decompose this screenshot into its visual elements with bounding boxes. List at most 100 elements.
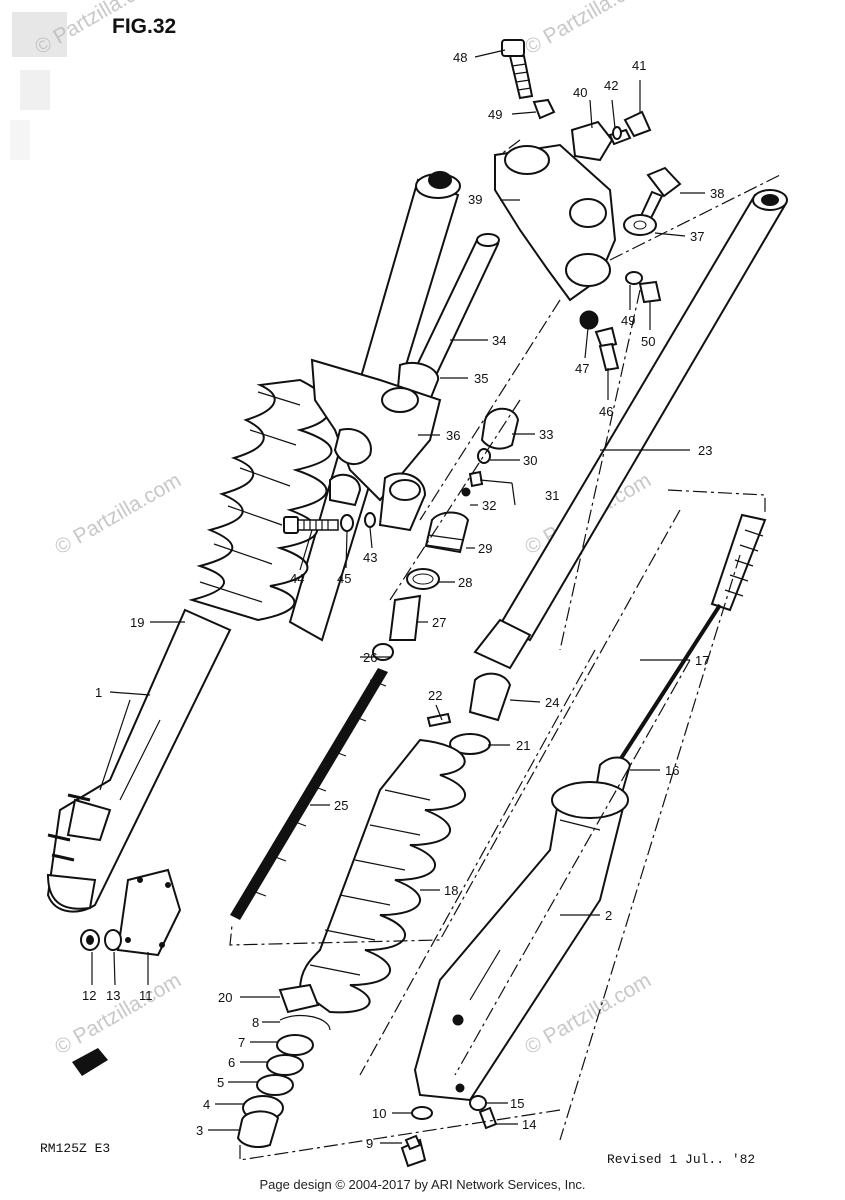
bolt-38 [638, 166, 682, 222]
callout-24: 24 [545, 695, 559, 710]
callout-2: 2 [605, 908, 612, 923]
model-code: RM125Z E3 [40, 1141, 110, 1156]
callout-25: 25 [334, 798, 348, 813]
callout-16: 16 [665, 763, 679, 778]
callout-47: 47 [575, 361, 589, 376]
bolt-46 [594, 326, 620, 372]
revision-note: Revised 1 Jul.. '82 [607, 1152, 755, 1167]
bolt-48 [501, 39, 534, 100]
watermark: © Partzilla.com [521, 0, 655, 59]
callout-45: 45 [337, 571, 351, 586]
callout-31: 31 [545, 488, 559, 503]
clamp-20 [278, 983, 320, 1014]
callout-15: 15 [510, 1096, 524, 1111]
cap-bolt-29 [424, 511, 470, 554]
screw-14 [478, 1106, 498, 1130]
callout-40: 40 [573, 85, 587, 100]
holder-clamp-40 [570, 120, 614, 162]
callout-39: 39 [468, 192, 482, 207]
spring-25 [230, 668, 388, 920]
callout-33: 33 [539, 427, 553, 442]
left-fork-lower-slider [46, 608, 232, 913]
callout-7: 7 [238, 1035, 245, 1050]
callout-20: 20 [218, 990, 232, 1005]
callout-17: 17 [695, 653, 709, 668]
callout-32: 32 [482, 498, 496, 513]
washer-45 [340, 514, 354, 532]
valve-32 [461, 470, 484, 497]
left-fork-boot [188, 378, 333, 622]
callout-46: 46 [599, 404, 613, 419]
watermark: © Partzilla.com [51, 469, 185, 560]
callout-13: 13 [106, 988, 120, 1003]
callout-1: 1 [95, 685, 102, 700]
callout-12: 12 [82, 988, 96, 1003]
callout-9: 9 [366, 1136, 373, 1151]
scan-noise [10, 12, 67, 160]
nut-50 [638, 280, 662, 304]
callout-37: 37 [690, 229, 704, 244]
plug-30 [477, 448, 491, 464]
direction-arrow-icon [72, 1048, 108, 1076]
guide-24 [468, 672, 512, 722]
boot-18 [298, 738, 466, 1014]
watermark: © Partzilla.com [51, 969, 185, 1060]
washer-49-lower [625, 271, 643, 285]
callout-28: 28 [458, 575, 472, 590]
callout-48: 48 [453, 50, 467, 65]
washer-43 [364, 512, 376, 528]
washer-37 [623, 214, 657, 236]
callout-6: 6 [228, 1055, 235, 1070]
callout-26: 26 [363, 650, 377, 665]
callout-labels: 48 49 40 42 41 39 38 37 49 50 47 46 34 3… [82, 50, 724, 1151]
callout-3: 3 [196, 1123, 203, 1138]
axle-holder-cap [116, 868, 182, 957]
seal-stack [236, 1034, 314, 1148]
callout-21: 21 [516, 738, 530, 753]
callout-29: 29 [478, 541, 492, 556]
lower-bracket [310, 358, 442, 502]
callout-35: 35 [474, 371, 488, 386]
callout-43: 43 [363, 550, 377, 565]
callout-36: 36 [446, 428, 460, 443]
screw-22 [426, 712, 452, 728]
assembly-lines [229, 139, 781, 1161]
callout-11: 11 [139, 988, 153, 1003]
nut-49-top [532, 98, 556, 120]
callout-14: 14 [522, 1117, 536, 1132]
seat-26 [372, 643, 394, 661]
callout-18: 18 [444, 883, 458, 898]
callout-4: 4 [203, 1097, 210, 1112]
callout-30: 30 [523, 453, 537, 468]
washer-10 [411, 1106, 433, 1120]
callout-49-lower: 49 [621, 313, 635, 328]
callout-8: 8 [252, 1015, 259, 1030]
nut-47 [579, 310, 599, 330]
bolt-44 [283, 516, 339, 534]
callout-27: 27 [432, 615, 446, 630]
callout-10: 10 [372, 1106, 386, 1121]
washer-42 [612, 126, 622, 140]
figure-title: FIG.32 [112, 15, 176, 38]
axle-nuts [80, 929, 122, 951]
damper-rod [618, 513, 767, 762]
o-ring-28 [406, 568, 440, 590]
callout-34: 34 [492, 333, 506, 348]
callout-41: 41 [632, 58, 646, 73]
leader-lines [91, 49, 705, 1144]
callout-19: 19 [130, 615, 144, 630]
callout-42: 42 [604, 78, 618, 93]
right-fork-inner-tube [473, 189, 788, 670]
handlebar-holder [494, 143, 617, 302]
callout-44: 44 [290, 571, 304, 586]
cap-33 [480, 407, 520, 450]
callout-23: 23 [698, 443, 712, 458]
callout-5: 5 [217, 1075, 224, 1090]
clamp-21 [449, 733, 491, 755]
page-footer: Page design © 2004-2017 by ARI Network S… [259, 1177, 586, 1192]
callout-49: 49 [488, 107, 502, 122]
handlebar-clamp-lower [329, 472, 427, 532]
callout-38: 38 [710, 186, 724, 201]
callout-22: 22 [428, 688, 442, 703]
